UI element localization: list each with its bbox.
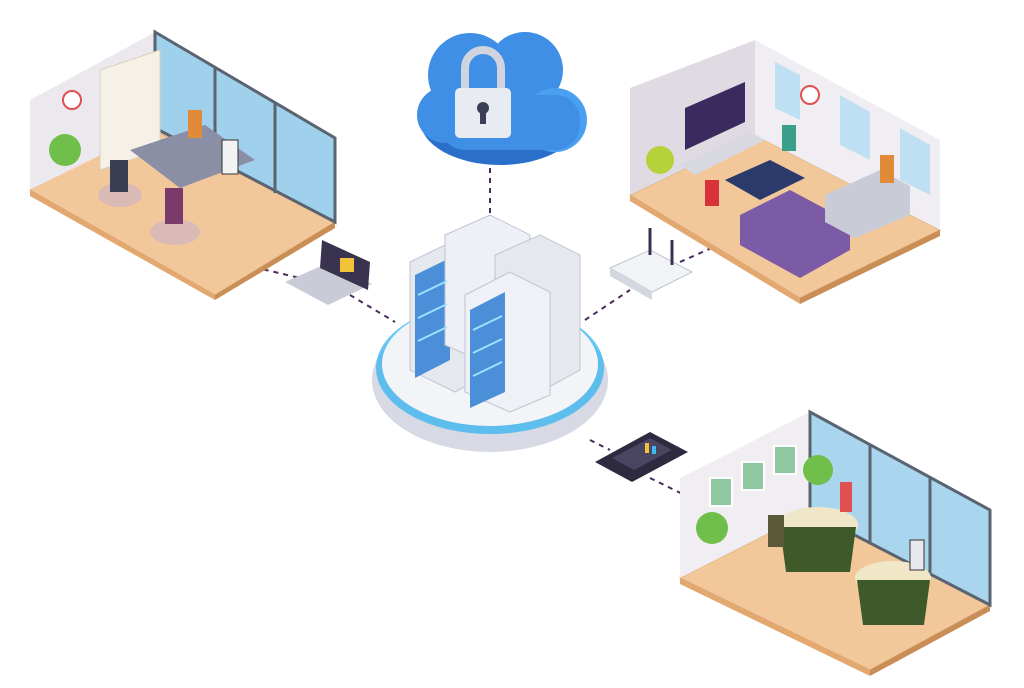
child-figure [705, 180, 719, 206]
wifi-router-icon [608, 228, 694, 300]
cafe-room [678, 409, 992, 676]
wall-painting [741, 461, 765, 491]
television [685, 82, 745, 150]
plant-icon [49, 134, 81, 166]
server-rack-icon [409, 214, 581, 413]
wall-painting [709, 477, 733, 507]
plant-icon [646, 146, 674, 174]
person-seated [165, 188, 183, 224]
laptop-server-connector [349, 294, 396, 323]
padlock-shackle [461, 46, 505, 90]
cloud-lock-icon [417, 32, 587, 165]
waitress-figure [840, 482, 852, 512]
desk [825, 170, 910, 238]
sofa [740, 190, 850, 278]
person-seated [110, 160, 128, 192]
wall-painting [773, 445, 797, 475]
clock-icon [800, 85, 820, 105]
server-router-connector [584, 289, 631, 321]
person-seated [221, 139, 239, 175]
server-cluster [372, 214, 608, 452]
plant-icon [696, 512, 728, 544]
office-room [28, 29, 337, 300]
living-room [628, 40, 942, 304]
person-seated [909, 539, 925, 571]
clock-icon [62, 90, 82, 110]
person-figure [782, 125, 796, 151]
server-tablet-connector [589, 439, 611, 451]
person-seated [188, 110, 202, 138]
play-mat [725, 160, 805, 200]
plant-icon [803, 455, 833, 485]
laptop-icon [285, 240, 372, 305]
person-seated [768, 515, 784, 547]
person-figure [880, 155, 894, 183]
tablet-icon [595, 432, 688, 482]
